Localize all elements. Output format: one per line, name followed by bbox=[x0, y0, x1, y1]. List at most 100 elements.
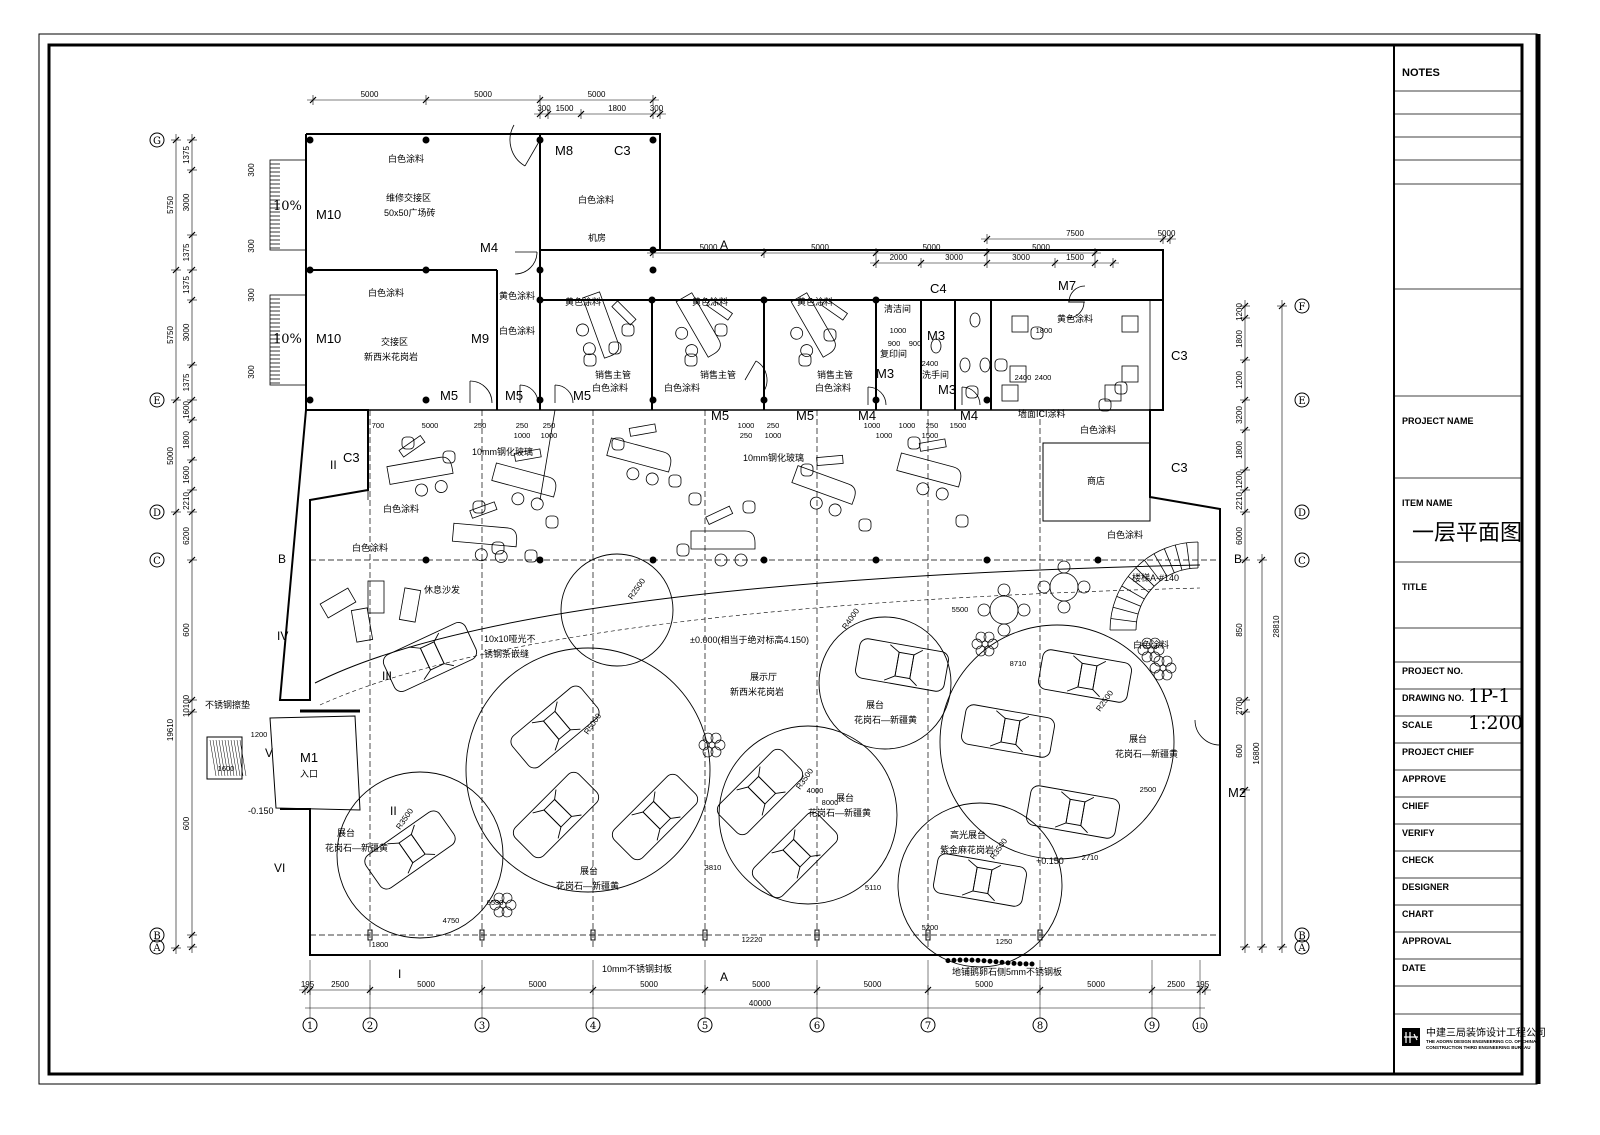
dim-right-inner-10: 600 bbox=[1235, 744, 1244, 758]
office-chair-2 bbox=[1009, 365, 1027, 383]
dim-left-inner-9: 2210 bbox=[182, 492, 191, 510]
dim-interior-4: 250 bbox=[543, 421, 556, 430]
project-no-label: PROJECT NO. bbox=[1402, 666, 1463, 676]
dim-bottom-9: 2500 bbox=[1167, 980, 1185, 989]
hall-curve bbox=[314, 564, 1201, 684]
desk-8 bbox=[675, 292, 734, 358]
dim-bottom-4: 5000 bbox=[640, 980, 658, 989]
platform-label-5: 展台 bbox=[337, 827, 355, 838]
car-0 bbox=[382, 622, 478, 692]
room-copy: 复印间 bbox=[880, 348, 907, 359]
company-name-en-1: THE ADORN DESIGN ENGINEERING CO. OF CHIN… bbox=[1426, 1039, 1537, 1044]
car-4 bbox=[716, 748, 804, 836]
dim-interior-3: 250 bbox=[516, 421, 529, 430]
chair-15 bbox=[583, 353, 597, 367]
room-hall: 展示厅 bbox=[750, 672, 777, 682]
tb-field-approve: APPROVE bbox=[1402, 774, 1446, 784]
company-logo bbox=[1402, 1028, 1420, 1046]
notes-label: NOTES bbox=[1402, 67, 1440, 79]
dim-top-left-2: 5000 bbox=[588, 90, 606, 99]
ramps bbox=[269, 159, 307, 386]
window-tag-c3-3: C3 bbox=[1171, 460, 1188, 475]
note-white-5: 白色涂料 bbox=[592, 382, 628, 393]
radius-0: R2500 bbox=[626, 576, 647, 601]
note-white-4: 白色涂料 bbox=[499, 325, 535, 336]
sofa-1 bbox=[367, 580, 385, 614]
chair-2 bbox=[472, 500, 486, 514]
grid-row-right-B bbox=[1294, 927, 1310, 943]
grid-row-right-A-label: A bbox=[1297, 943, 1306, 954]
note-white-9: 白色涂料 bbox=[1107, 529, 1143, 540]
door-swing-5 bbox=[744, 360, 768, 392]
door-tag-m5-5: M5 bbox=[440, 388, 458, 403]
company-name-en-2: CONSTRUCTION THIRD ENGINEERING BUREAU bbox=[1426, 1045, 1531, 1050]
dim-left-outer-3: 19610 bbox=[166, 718, 175, 741]
dim-interior-38: 1200 bbox=[251, 730, 268, 739]
door-tag-m10-0: M10 bbox=[316, 207, 341, 222]
dim-bottom-1: 2500 bbox=[331, 980, 349, 989]
note-yellow-2: 黄色涂料 bbox=[565, 296, 601, 307]
dim-right-inner-4: 1800 bbox=[1235, 441, 1244, 459]
office-furniture bbox=[319, 124, 1221, 746]
platform-circle-1 bbox=[465, 647, 711, 893]
dim-left-inner-6: 1600 bbox=[182, 401, 191, 419]
platform-circle-4 bbox=[939, 624, 1175, 860]
dim-interior-30: 3810 bbox=[705, 863, 722, 872]
shop-counter bbox=[1042, 442, 1151, 522]
platform-label-2: 展台 bbox=[1129, 733, 1147, 744]
car-9 bbox=[961, 704, 1055, 758]
column-7 bbox=[649, 266, 657, 274]
dim-top-left-0: 5000 bbox=[361, 90, 379, 99]
door-tag-m3-14: M3 bbox=[938, 382, 956, 397]
dim-interior-9: 250 bbox=[740, 431, 753, 440]
dim-left-inner-12: 10100 bbox=[182, 694, 191, 717]
dim-right-inner-6: 2210 bbox=[1235, 492, 1244, 510]
window-tag-c3-0: C3 bbox=[614, 143, 631, 158]
dim-ramp-0: 300 bbox=[247, 163, 256, 177]
section-tag-7: III bbox=[382, 669, 392, 683]
desk-4 bbox=[690, 505, 756, 567]
dim-right-outer-a-0: 28810 bbox=[1272, 615, 1281, 638]
dim-interior-34: 8710 bbox=[1010, 659, 1027, 668]
platform-label-3: 展台 bbox=[836, 792, 854, 803]
dim-right-outer-b-0: 16800 bbox=[1252, 742, 1261, 765]
column-8 bbox=[649, 246, 657, 254]
dim-ramp-1: 300 bbox=[247, 239, 256, 253]
dim-interior-27: 1250 bbox=[996, 937, 1013, 946]
section-tag-4: I bbox=[398, 967, 401, 981]
room-sales-1: 销售主管 bbox=[595, 369, 631, 380]
display-cars bbox=[364, 622, 1132, 907]
dim-interior-26: 12220 bbox=[742, 935, 763, 944]
inner-border bbox=[47, 43, 1524, 1076]
door-swing-3 bbox=[519, 384, 539, 404]
glass-partitions bbox=[367, 300, 1151, 501]
column-3 bbox=[649, 136, 657, 144]
dim-top-mid-2: 5000 bbox=[923, 243, 941, 252]
note-sealing: 10mm不锈钢封板 bbox=[602, 963, 672, 974]
grid-col-6-label: 6 bbox=[814, 1021, 820, 1032]
dim-interior-17: 1000 bbox=[890, 326, 907, 335]
grid-col-7 bbox=[920, 1017, 936, 1033]
column-10 bbox=[648, 296, 656, 304]
dim-interior-24: 1800 bbox=[372, 940, 389, 949]
door-tag-m7-15: M7 bbox=[1058, 278, 1076, 293]
column-23 bbox=[760, 556, 768, 564]
door-tag-m9-2: M9 bbox=[471, 331, 489, 346]
chair-7 bbox=[668, 474, 682, 488]
column-0 bbox=[306, 136, 314, 144]
grid-col-10 bbox=[1192, 1017, 1208, 1033]
dim-bottom-2: 5000 bbox=[417, 980, 435, 989]
room-shop: 商店 bbox=[1087, 475, 1105, 486]
car-5 bbox=[751, 811, 839, 899]
dim-top-small-3: 300 bbox=[650, 104, 664, 113]
chair-8 bbox=[688, 492, 702, 506]
chair-22 bbox=[965, 385, 979, 399]
platform-label-4: 展台 bbox=[580, 865, 598, 876]
office-chair-3 bbox=[1121, 365, 1139, 383]
bollard-1 bbox=[479, 929, 485, 941]
dim-interior-31: 5110 bbox=[865, 883, 881, 892]
outer-border bbox=[38, 33, 1538, 1085]
chair-12 bbox=[858, 518, 872, 532]
dim-left-inner-13: 600 bbox=[182, 816, 191, 830]
grid-row-left-E-label: E bbox=[153, 396, 160, 407]
